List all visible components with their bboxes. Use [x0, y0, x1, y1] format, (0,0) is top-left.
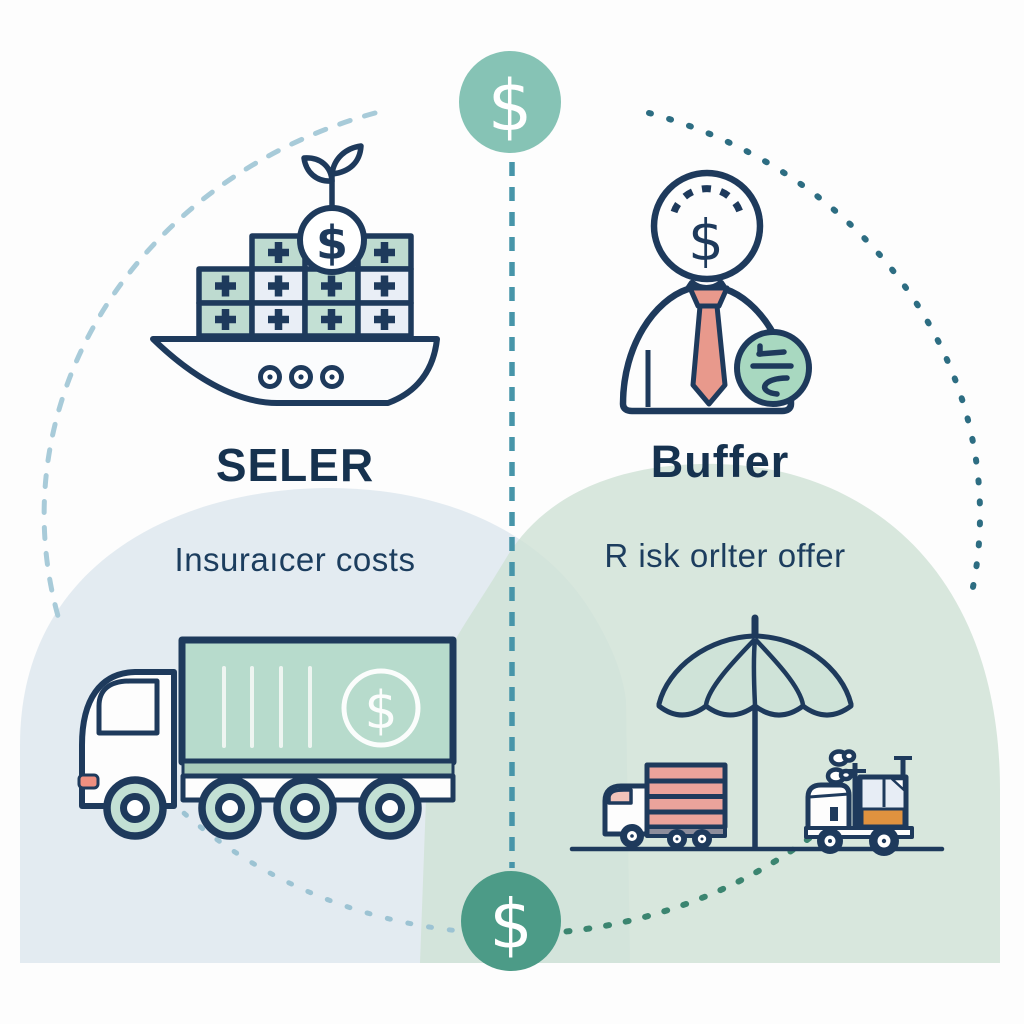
person-tie	[687, 285, 730, 407]
buyer-title: Buffer	[650, 436, 790, 487]
exhaust-puffs	[825, 749, 857, 785]
ship-portholes	[258, 365, 344, 389]
currency-symbol	[750, 343, 794, 397]
ship-coin-icon: $	[297, 205, 367, 275]
container-plus-marks	[215, 242, 395, 330]
cargo-box-slats	[647, 778, 725, 815]
trailer-slats	[222, 666, 312, 748]
forklift-door-handle	[830, 807, 838, 821]
seller-subtitle: Insuraıcer costs	[174, 541, 416, 578]
trailer-skirt	[181, 760, 455, 777]
umbrella-ribs	[703, 637, 806, 706]
bottom-dollar-icon: $	[489, 886, 532, 965]
person-head-circle	[650, 169, 764, 283]
forklift-wheels	[817, 826, 899, 856]
truck-wheels	[103, 776, 422, 840]
bottom-money-node: $	[461, 871, 561, 971]
top-dollar-icon: $	[488, 65, 533, 147]
ring-arc-bottom-right	[558, 823, 828, 935]
ring-arc-bottom-left	[151, 781, 474, 935]
currency-coin-icon	[734, 329, 812, 407]
truck-front-light	[77, 773, 100, 790]
forklift-crate-orange	[860, 807, 906, 828]
trailer-dollar-icon: $	[364, 681, 397, 741]
cargo-ship-icon: $	[150, 143, 440, 406]
top-dollar-circle	[459, 51, 561, 153]
dotted-cycle-ring	[41, 110, 983, 935]
truck-windshield	[96, 678, 160, 736]
forklift-cab	[805, 782, 852, 836]
forklift-icon	[804, 749, 914, 856]
umbrella-icon	[656, 614, 854, 848]
seller-title: SELER	[215, 439, 375, 491]
bottom-white-strip	[0, 963, 1024, 1024]
insured-truck-icon: $	[77, 636, 457, 840]
delivery-wheels	[620, 824, 712, 849]
delivery-truck-icon	[602, 762, 728, 849]
crate-flag	[890, 777, 906, 792]
bottom-dollar-circle	[461, 871, 561, 971]
delivery-windshield	[607, 788, 633, 805]
ship-coin-dollar: $	[316, 216, 348, 270]
buyer-subtitle: R isk orlter offer	[604, 537, 846, 574]
head-dashed-arc	[670, 185, 744, 214]
umbrella-protection-scene	[569, 614, 945, 856]
forklift-base	[804, 826, 914, 839]
sprout-icon	[301, 143, 364, 207]
ring-arc-top-right	[646, 110, 983, 604]
ring-arc-top-left	[41, 110, 378, 626]
trailer-dollar-ring	[341, 668, 421, 748]
head-dollar-icon: $	[688, 209, 724, 274]
merchant-person-icon: $	[619, 169, 812, 415]
forklift-roof-line	[808, 792, 850, 799]
top-money-node: $	[459, 51, 561, 153]
